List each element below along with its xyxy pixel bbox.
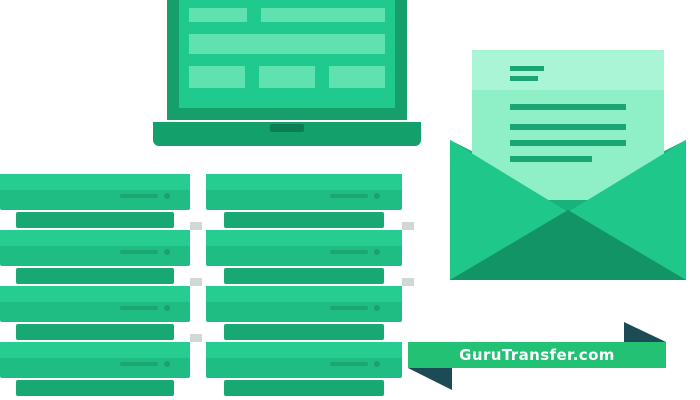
- brand-banner[interactable]: GuruTransfer.com: [408, 342, 666, 368]
- brand-banner-text: GuruTransfer.com: [459, 346, 615, 364]
- server-rack-icon-2: [206, 174, 402, 396]
- rack-connector: [402, 222, 414, 230]
- rack-connector: [402, 278, 414, 286]
- rack-connector: [190, 278, 202, 286]
- ribbon-folds: [408, 322, 666, 390]
- rack-connector: [190, 334, 202, 342]
- server-rack-icon: [0, 174, 190, 396]
- laptop-notch: [270, 124, 304, 132]
- laptop-display: [179, 0, 395, 108]
- envelope-icon: [450, 50, 686, 280]
- rack-connector: [190, 222, 202, 230]
